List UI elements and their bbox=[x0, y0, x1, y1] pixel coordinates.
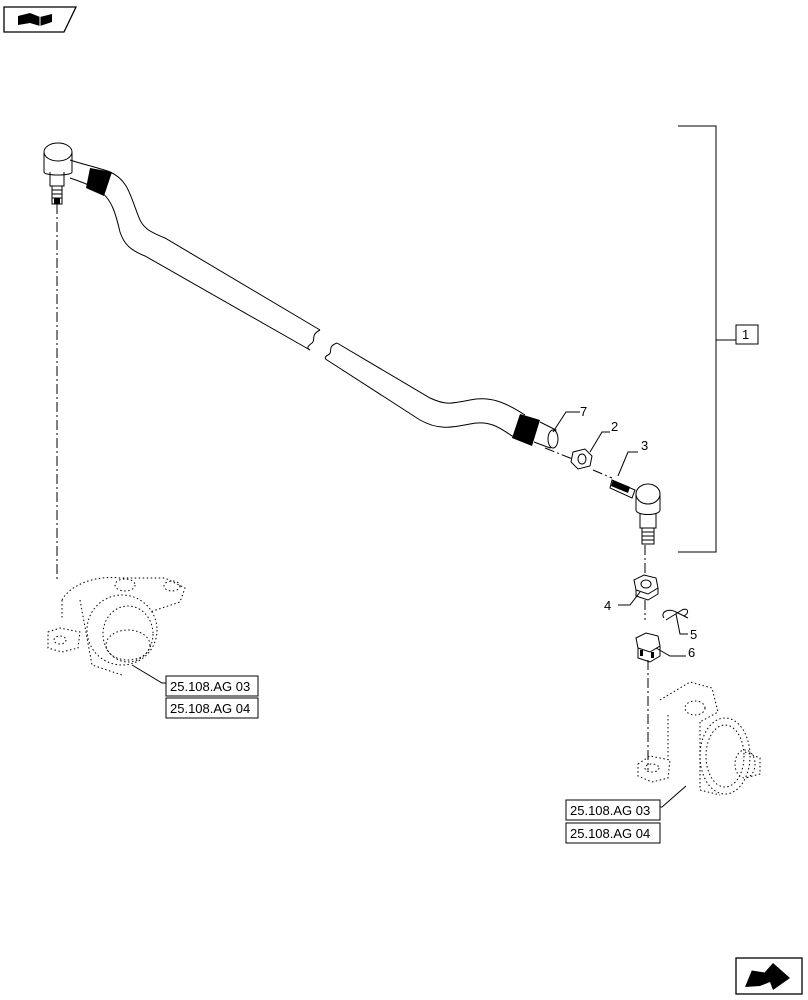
callout-5: 5 bbox=[690, 627, 697, 642]
right-steering-knuckle bbox=[637, 681, 761, 796]
leader-6 bbox=[655, 647, 686, 657]
callout-3: 3 bbox=[641, 438, 648, 453]
reference-left-b-text[interactable]: 25.108.AG 04 bbox=[170, 701, 250, 716]
right-ball-joint bbox=[609, 479, 661, 545]
right-centerline bbox=[644, 545, 649, 770]
callout-4: 4 bbox=[604, 598, 611, 613]
ref-leader-right bbox=[660, 785, 687, 808]
callout-1: 1 bbox=[742, 327, 749, 342]
tie-rod-tube bbox=[69, 159, 559, 449]
hex-nut-item-4 bbox=[633, 574, 659, 601]
reference-link-left-a[interactable]: 25.108.AG 03 bbox=[165, 675, 259, 697]
reference-link-right-b[interactable]: 25.108.AG 04 bbox=[565, 822, 661, 844]
leader-2 bbox=[589, 431, 610, 453]
callout-6: 6 bbox=[688, 645, 695, 660]
nut-item-2 bbox=[570, 448, 593, 470]
ref-leader-left bbox=[131, 664, 166, 684]
callout-2: 2 bbox=[611, 419, 618, 434]
leader-5 bbox=[675, 613, 688, 635]
reference-left-a-text[interactable]: 25.108.AG 03 bbox=[170, 679, 250, 694]
reference-right-b-text[interactable]: 25.108.AG 04 bbox=[570, 826, 650, 841]
nut-axis-line bbox=[592, 469, 613, 479]
reference-right-a-text[interactable]: 25.108.AG 03 bbox=[570, 803, 650, 818]
next-page-arrow-icon[interactable] bbox=[735, 957, 804, 995]
cotter-pin-item-5 bbox=[662, 608, 689, 621]
assembly-bracket bbox=[678, 125, 717, 553]
reference-link-left-b[interactable]: 25.108.AG 04 bbox=[165, 697, 259, 719]
callout-box-1 bbox=[735, 324, 759, 345]
reference-link-right-a[interactable]: 25.108.AG 03 bbox=[565, 799, 661, 821]
castle-nut-item-6 bbox=[635, 632, 661, 663]
leader-3 bbox=[617, 451, 638, 477]
callout-7: 7 bbox=[580, 404, 587, 419]
left-steering-knuckle bbox=[47, 576, 186, 676]
book-hand-icon[interactable] bbox=[3, 6, 78, 33]
left-ball-joint bbox=[43, 142, 73, 205]
leader-7 bbox=[552, 411, 580, 433]
leader-4 bbox=[618, 591, 641, 606]
